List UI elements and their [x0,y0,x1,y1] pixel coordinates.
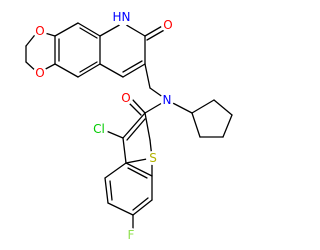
bond-ch2-1 [144,63,151,89]
bond-cp-1 [191,99,215,114]
atom-cl: Cl [90,120,108,138]
bond-bz-4 [132,199,153,216]
bond-thio-5b [126,118,146,141]
atom-label-o-lactam: O [163,18,172,32]
bond-bz-2 [104,177,109,204]
atom-n-amide: N [160,93,174,107]
bond-bz-6 [125,162,153,177]
bond-thio-1 [144,112,151,141]
atom-s-thiophene: S [146,151,160,165]
chemical-structure-diagram: O O N H O N O S Cl [25,10,233,242]
atom-label-o-dioxane-top: O [35,24,44,38]
atom-o-amide: O [119,91,133,105]
bond-lactam-co-1 [144,24,165,37]
bond-benzo-3 [77,22,101,37]
bond-cp-3 [222,114,233,138]
atom-label-o-amide: O [121,91,130,105]
bond-lactam-co-2 [146,28,167,41]
bond-benzo-3b [79,27,98,39]
bond-bz-1 [104,162,127,179]
atom-label-h-lactam: H [112,10,121,24]
bond-pyr-4 [122,63,146,78]
bond-pyr-5 [99,63,124,78]
bond-amide-co-2 [127,101,142,116]
atom-o-dioxane-top: O [33,24,47,38]
bond-benzo-5 [77,63,101,78]
bond-benzo-2 [54,22,79,37]
bond-thio-4 [122,137,127,164]
bond-bz-4b [132,197,149,211]
atom-label-cl: Cl [93,122,105,136]
bond-bz-6b [127,167,148,179]
atom-labels: O O N H O N O S Cl [33,10,175,242]
bond-bz-2b [109,180,113,201]
atom-label-n-amide: N [163,93,172,107]
atom-label-f: F [128,228,135,242]
bond-pyr-1 [99,22,124,37]
bonds [25,22,233,233]
bond-amide-co-1 [131,98,146,114]
bond-bz-3 [107,202,134,216]
bond-benzo-6 [54,63,79,78]
atom-f: F [124,228,138,242]
atom-label-o-dioxane-bottom: O [35,66,44,80]
atom-nh-lactam: N H [112,10,131,26]
bond-pyr-4b [122,60,143,73]
bond-benzo-5b [79,61,98,73]
bond-cp-5 [191,112,201,138]
bond-pyr-2 [122,22,146,37]
bond-thio-5 [122,112,146,139]
atom-o-lactam: O [161,18,175,32]
atom-o-dioxane-bottom: O [33,66,47,80]
bond-cp-2 [213,99,233,116]
atom-label-n-lactam: N [122,10,131,24]
atom-label-s: S [149,151,157,165]
